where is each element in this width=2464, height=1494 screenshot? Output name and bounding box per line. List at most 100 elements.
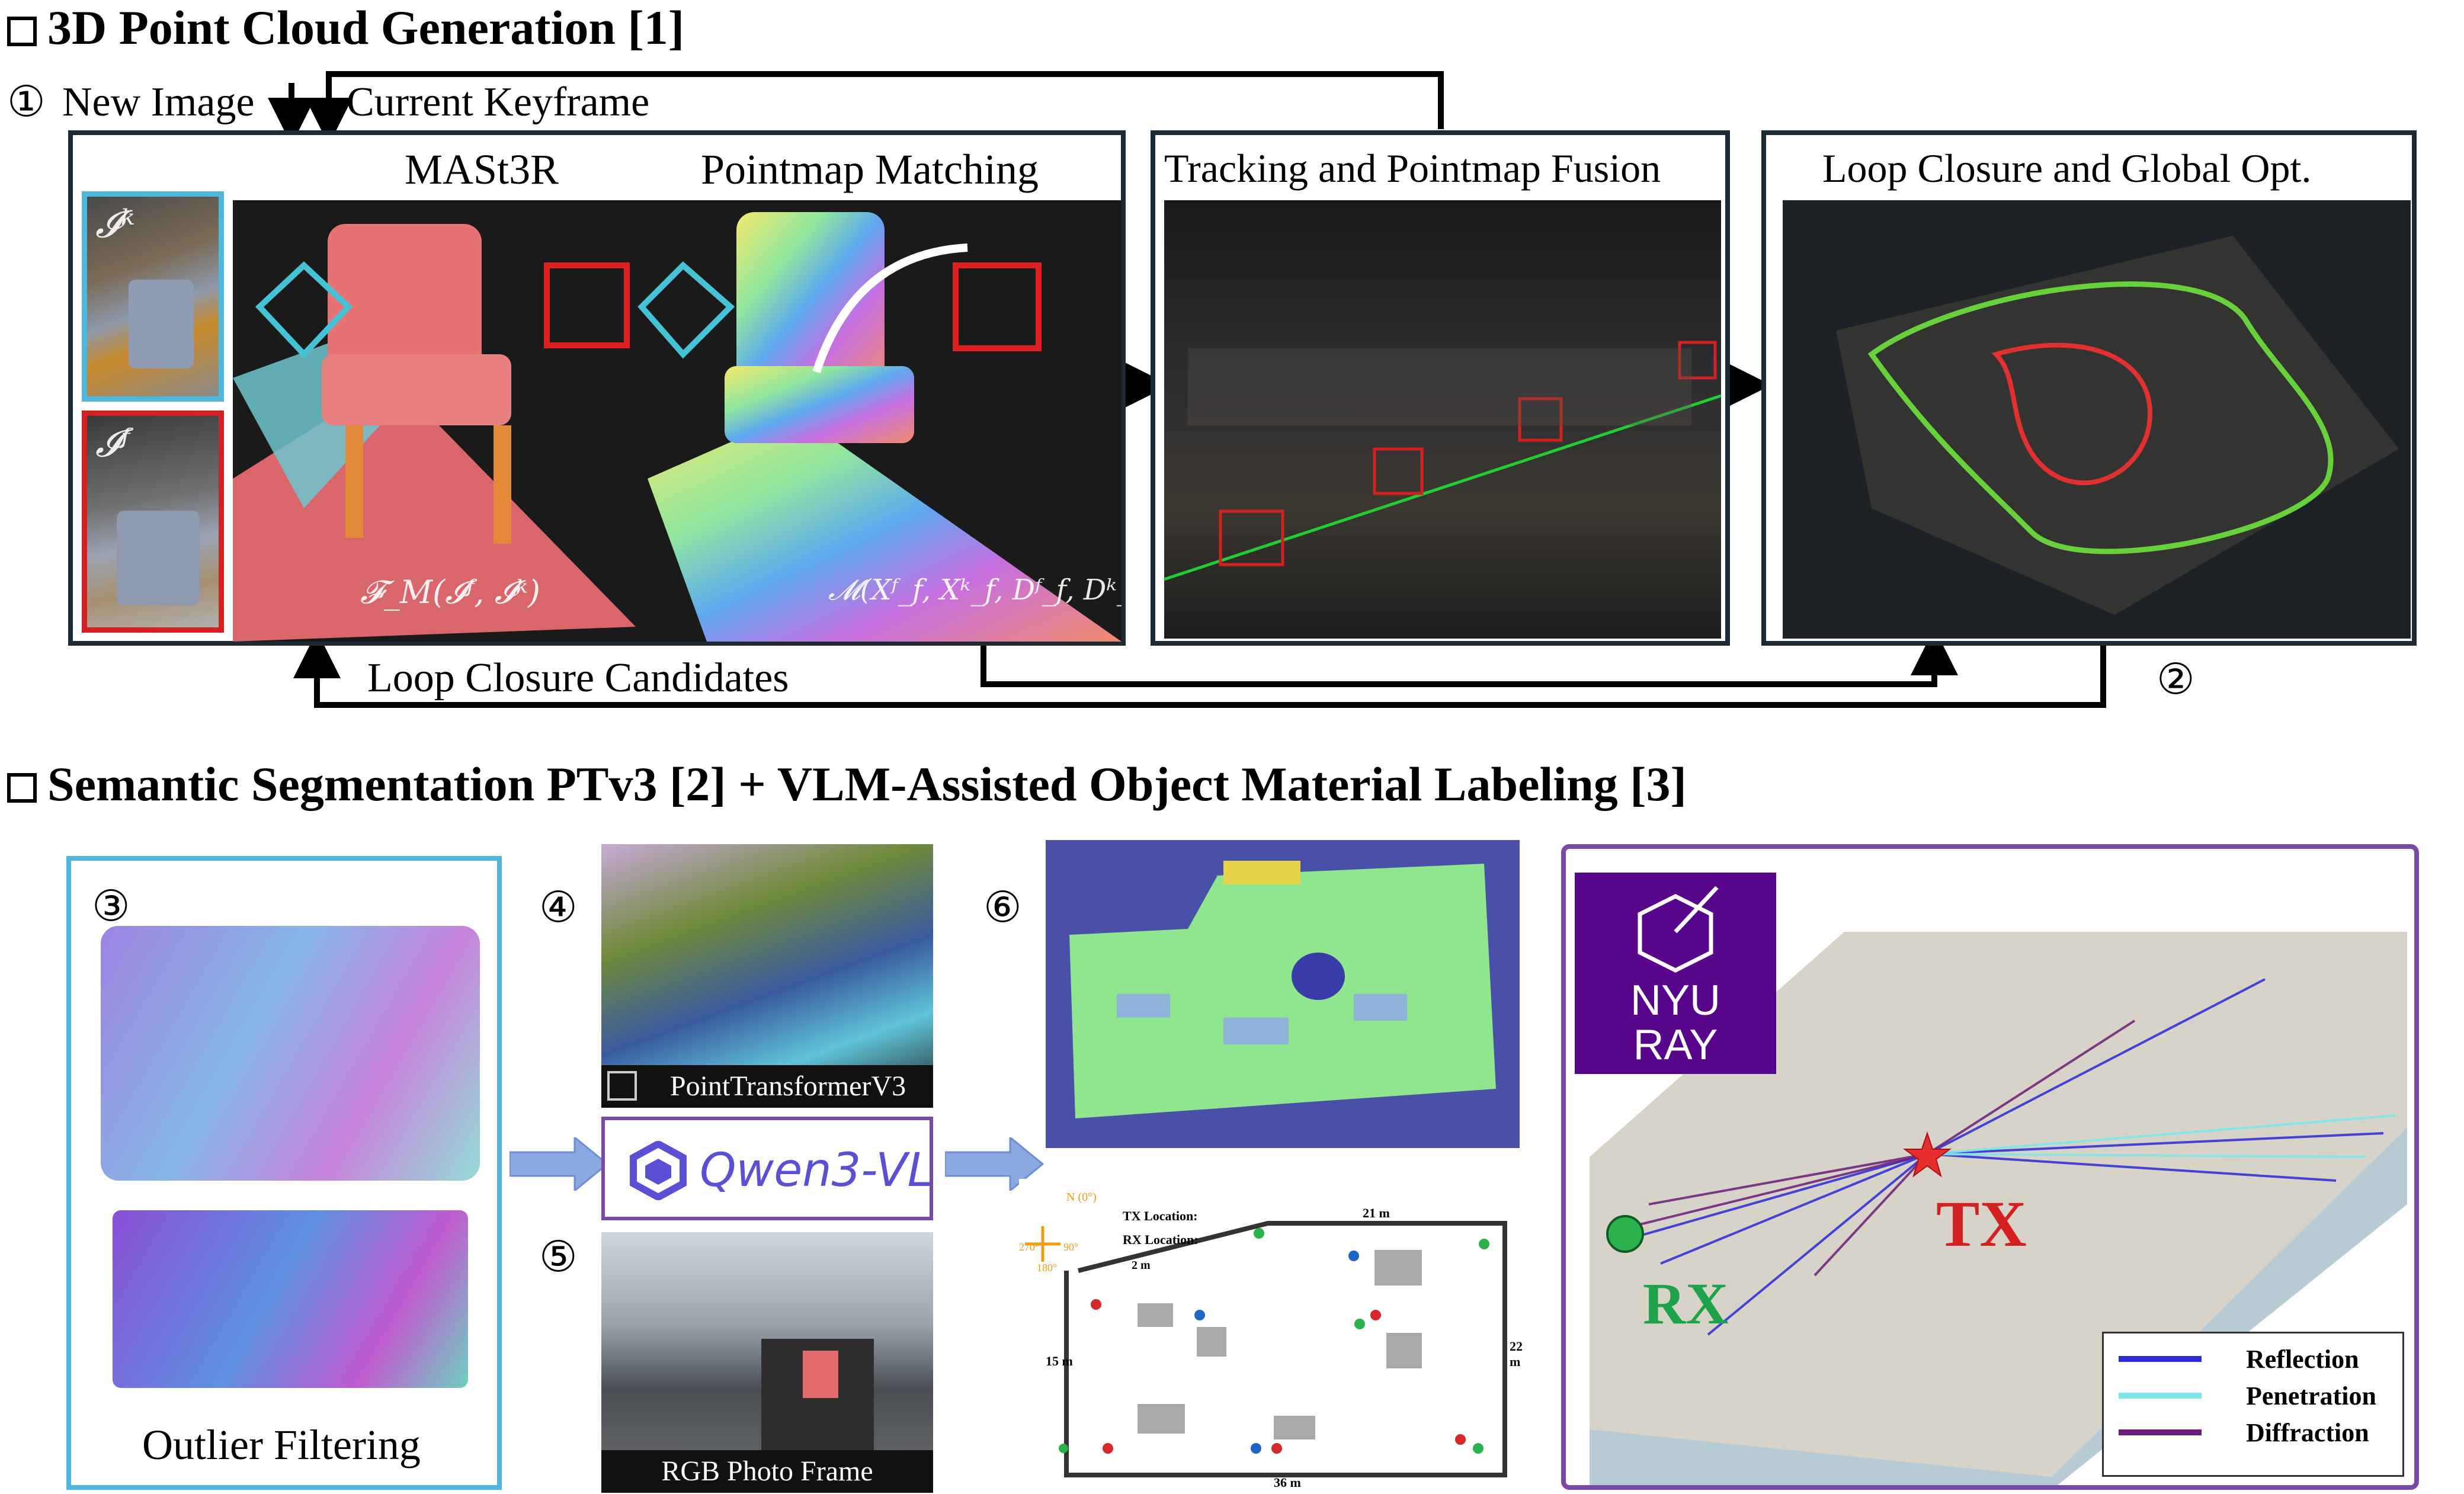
tracking-title: Tracking and Pointmap Fusion xyxy=(1164,146,1661,191)
desk-material xyxy=(1223,1018,1289,1044)
camera-trajectory xyxy=(1991,342,2153,486)
nyuray-line2: RAY xyxy=(1633,1021,1718,1069)
frame-f-label: 𝓘ᶠ xyxy=(95,422,130,466)
checkbox-icon xyxy=(7,773,37,803)
new-frame-photo: 𝓘ᶠ xyxy=(82,411,224,633)
raytrace-panel: NYU RAY TX RX Reflection Penetration Dif… xyxy=(1561,844,2419,1490)
camera-frustum-red xyxy=(953,262,1042,351)
matching-arrow xyxy=(812,243,968,374)
compass-east: 90° xyxy=(1063,1241,1079,1253)
step1-number: ① xyxy=(7,76,46,126)
material-map-graphic xyxy=(1069,861,1496,1118)
camera-pose xyxy=(1518,397,1563,442)
pointmap-chair-seat xyxy=(725,366,914,443)
loop-candidates-label: Loop Closure Candidates xyxy=(367,655,789,701)
qwen-logo-icon xyxy=(630,1141,687,1200)
step6-number: ⑥ xyxy=(983,882,1022,932)
nyuray-logo: NYU RAY xyxy=(1575,873,1776,1074)
legend-swatch-diffraction xyxy=(2119,1429,2202,1435)
floor-material xyxy=(1069,864,1496,1118)
tracking-render xyxy=(1164,200,1722,639)
reflection-rays xyxy=(1624,978,2384,1336)
tx-star-icon xyxy=(1902,1131,1952,1178)
mast3r-title: MASt3R xyxy=(405,146,559,193)
mast3r-panel: MASt3R Pointmap Matching 𝓘ᵏ 𝓘ᶠ xyxy=(68,130,1126,646)
formula-right: 𝓜(Xᶠ_f, Xᵏ_f, Dᶠ_f, Dᵏ_f) xyxy=(828,573,1122,607)
dim-bottom: 36 m xyxy=(1274,1475,1301,1490)
chair-back xyxy=(328,224,482,372)
yellow-object xyxy=(1223,861,1300,884)
rgb-photo: ⑤ RGB Photo Frame xyxy=(539,1232,933,1493)
new-image-label: New Image xyxy=(62,79,255,125)
camera-frustum-cyan xyxy=(637,261,735,359)
loop-render-graphic xyxy=(1836,236,2399,615)
step3-number: ③ xyxy=(92,881,130,931)
chair-seat xyxy=(322,354,511,425)
pointmap-chair-back xyxy=(736,212,885,390)
dim-left: 15 m xyxy=(1046,1354,1073,1368)
rgb-caption: RGB Photo Frame xyxy=(601,1450,933,1493)
rx-location-legend: RX Location: xyxy=(1123,1232,1199,1247)
block-arrow xyxy=(510,1137,609,1191)
caption-bar: PointTransformerV3 xyxy=(601,1065,933,1108)
outlier-filtering-panel: ③ Outlier Filtering xyxy=(66,856,502,1490)
loop-render xyxy=(1783,200,2411,639)
penetration-rays xyxy=(1927,1114,2396,1158)
pointmap-matching-title: Pointmap Matching xyxy=(701,146,1039,193)
building-wall xyxy=(1590,1127,2407,1485)
pointmap-floor xyxy=(648,413,1122,642)
section2-title: Semantic Segmentation PTv3 [2] + VLM-Ass… xyxy=(7,760,1687,809)
camera-pose xyxy=(1678,341,1717,380)
keyframe-feedback-arrow xyxy=(305,71,1444,145)
legend-penetration: Penetration xyxy=(2246,1381,2376,1410)
legend-swatch-penetration xyxy=(2119,1393,2202,1399)
diffraction-rays xyxy=(1624,1019,2136,1277)
floor-plan: N (0°) 90° 270° 180° TX Location: RX Loc… xyxy=(1019,1179,1529,1490)
cube-icon xyxy=(607,1071,637,1101)
step5-number: ⑤ xyxy=(539,1232,578,1281)
tracking-panel: Tracking and Pointmap Fusion xyxy=(1151,130,1730,646)
chair-leg xyxy=(494,425,511,544)
step4-number: ④ xyxy=(539,882,578,932)
tx-label: TX xyxy=(1936,1188,2027,1260)
loop-title: Loop Closure and Global Opt. xyxy=(1822,146,2312,191)
compass-west: 270° xyxy=(1019,1241,1040,1253)
loop-panel: Loop Closure and Global Opt. xyxy=(1761,130,2417,646)
section1-title: 3D Point Cloud Generation [1] xyxy=(7,4,684,52)
keyframe-photo: 𝓘ᵏ xyxy=(82,191,224,402)
trajectory-line xyxy=(1164,394,1722,581)
qwen-box: Qwen3-VL xyxy=(601,1117,933,1220)
legend-reflection: Reflection xyxy=(2246,1345,2359,1374)
raytrace-scene xyxy=(1590,932,2407,1485)
tracking-render-graphic xyxy=(1164,341,1722,581)
outlier-filtering-caption: Outlier Filtering xyxy=(142,1421,421,1469)
compass-south: 180° xyxy=(1037,1262,1058,1274)
block-arrow xyxy=(945,1137,1044,1191)
floor-plan-graphic xyxy=(1025,1221,1507,1477)
frame-k-label: 𝓘ᵏ xyxy=(95,203,135,246)
ptv3-caption: PointTransformerV3 xyxy=(646,1065,930,1108)
desk-material xyxy=(1354,994,1407,1021)
tx-location-legend: TX Location: xyxy=(1123,1208,1198,1223)
desk-structure xyxy=(1188,348,1691,425)
camera-frustum-red xyxy=(544,262,630,348)
pipeline-arrows xyxy=(268,71,2106,708)
qwen-label: Qwen3-VL xyxy=(700,1144,934,1197)
optimized-trajectory xyxy=(1867,281,2334,554)
rx-marker-icon xyxy=(1606,1215,1644,1253)
formula-left: 𝓕_M(𝓘ᶠ, 𝓘ᵏ) xyxy=(360,573,540,611)
dim-right: 22 m xyxy=(1510,1339,1523,1369)
cube-logo-icon xyxy=(1638,886,1719,973)
nyuray-line1: NYU xyxy=(1630,977,1720,1024)
camera-pose xyxy=(1373,447,1424,495)
material-map xyxy=(1046,840,1520,1148)
scale-bar: 2 m xyxy=(1132,1259,1151,1272)
segmentation-image: ④ PointTransformerV3 xyxy=(539,844,933,1108)
rx-label: RX xyxy=(1643,1271,1729,1336)
compass-north: N (0°) xyxy=(1066,1191,1097,1204)
legend-diffraction: Diffraction xyxy=(2246,1418,2369,1447)
raw-pointcloud xyxy=(101,926,480,1181)
chair-shape xyxy=(117,511,200,605)
hole xyxy=(1292,953,1345,1000)
building-floor xyxy=(1590,932,2407,1477)
